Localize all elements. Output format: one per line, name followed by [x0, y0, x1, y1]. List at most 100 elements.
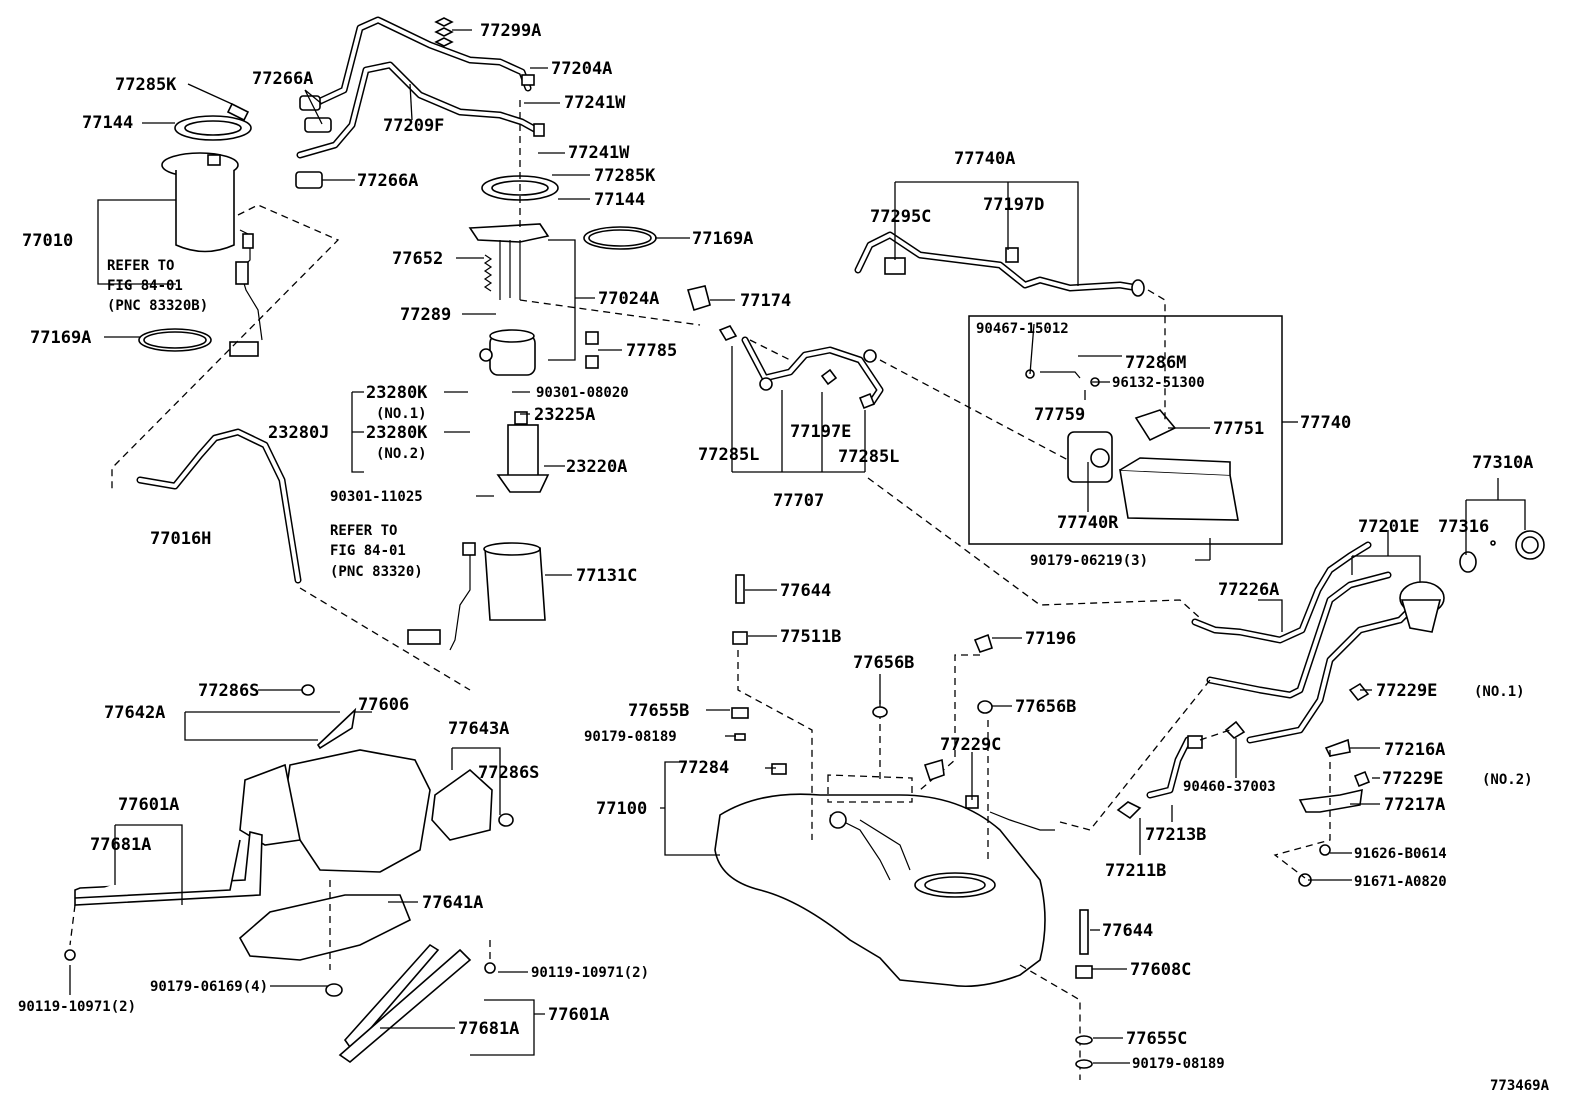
part-label: 77216A — [1384, 740, 1445, 760]
pump-assy-77010 — [161, 152, 263, 357]
dash-tank-3 — [919, 654, 980, 791]
part-label: 77100 — [596, 799, 647, 819]
leaders — [69, 29, 1526, 1064]
ref-note-a: REFER TO FIG 84-01 (PNC 83320B) — [107, 258, 208, 314]
dash-tank-5 — [1019, 964, 1081, 1080]
part-label: 77707 — [773, 491, 824, 511]
part-label: 77681A — [458, 1019, 519, 1039]
tube-77016H — [136, 428, 302, 584]
part-label: 77010 — [22, 231, 73, 251]
part-label: 77241W — [568, 143, 630, 163]
part-label: 77286M — [1125, 353, 1186, 373]
dash-filler-3 — [1199, 729, 1231, 741]
bracket-77216A — [1324, 738, 1351, 757]
part-label: 77759 — [1034, 405, 1085, 425]
cap-77310A — [1459, 530, 1545, 573]
part-label: 77286S — [478, 763, 539, 783]
band-77601A-left — [64, 831, 263, 961]
hose-77707 — [718, 325, 884, 410]
part-label: 77681A — [90, 835, 151, 855]
part-label: 90460-37003 — [1183, 779, 1276, 795]
valves-77644 — [731, 574, 1093, 1069]
connector-77266A — [295, 95, 332, 189]
part-label: 90179-08189 — [584, 729, 677, 745]
part-label: 77643A — [448, 719, 509, 739]
part-label: 23280J — [268, 423, 329, 443]
retainer-77285K-left — [226, 102, 250, 122]
part-label: 77144 — [82, 113, 133, 133]
part-label: 77229E — [1382, 769, 1443, 789]
part-label: 23220A — [566, 457, 627, 477]
dash-left-1 — [111, 204, 340, 490]
sub-tank-77131C — [483, 542, 546, 621]
part-label: 77652 — [392, 249, 443, 269]
clamp-77229E — [1348, 682, 1371, 788]
part-label: 77201E — [1358, 517, 1419, 537]
part-label: 77229E — [1376, 681, 1437, 701]
part-label: 77016H — [150, 529, 211, 549]
svg-text:(PNC 83320B): (PNC 83320B) — [107, 298, 208, 314]
part-label: 90179-08189 — [1132, 1056, 1225, 1072]
part-label: 90301-11025 — [330, 489, 423, 505]
part-label: 91626-B0614 — [1354, 846, 1447, 862]
bracket-77024A — [468, 223, 550, 376]
part-label: 77144 — [594, 190, 645, 210]
part-label: 90179-06169(4) — [150, 979, 268, 995]
part-label: 77310A — [1472, 453, 1533, 473]
part-label: 23225A — [534, 405, 595, 425]
part-label: 96132-51300 — [1112, 375, 1205, 391]
part-label: 77285L — [838, 447, 899, 467]
part-label: 77785 — [626, 341, 677, 361]
part-label: 77644 — [1102, 921, 1153, 941]
part-label: 77229C — [940, 735, 1001, 755]
part-label: (NO.2) — [1482, 772, 1533, 788]
part-label: 90119-10971(2) — [531, 965, 649, 981]
filler-pipe-77201E — [1246, 581, 1445, 744]
part-label: 77174 — [740, 291, 791, 311]
part-label: 77295C — [870, 207, 931, 227]
part-label: 23280K — [366, 383, 428, 403]
gasket-77144-left — [174, 115, 252, 141]
grommets-77656B — [771, 633, 993, 809]
part-label: (NO.1) — [376, 406, 427, 422]
part-label: 77285L — [698, 445, 759, 465]
part-label: 77285K — [594, 166, 656, 186]
part-label: 77131C — [576, 566, 637, 586]
fuel-line-77209F — [296, 16, 545, 159]
part-label: 77211B — [1105, 861, 1166, 881]
part-label: 77642A — [104, 703, 165, 723]
part-label: 77601A — [118, 795, 179, 815]
hose-77740A — [854, 231, 1145, 297]
part-label: 77511B — [780, 627, 841, 647]
svg-text:FIG 84-01: FIG 84-01 — [107, 278, 183, 294]
part-label: 77601A — [548, 1005, 609, 1025]
svg-text:REFER TO: REFER TO — [107, 258, 174, 274]
part-label: 77213B — [1145, 825, 1206, 845]
protector-77606 — [239, 707, 431, 873]
ref-note-b: REFER TO FIG 84-01 (PNC 83320) — [330, 523, 423, 580]
dash-filler — [1273, 750, 1331, 879]
dash-vapor-3 — [749, 339, 791, 361]
dash-tank-1 — [827, 700, 913, 803]
dash-center-1 — [519, 299, 701, 326]
part-label: 77289 — [400, 305, 451, 325]
part-label: 77641A — [422, 893, 483, 913]
part-label: 77740 — [1300, 413, 1351, 433]
part-label: 77217A — [1384, 795, 1445, 815]
part-label: 77740R — [1057, 513, 1119, 533]
part-label: 91671-A0820 — [1354, 874, 1447, 890]
part-label: 77316 — [1438, 517, 1489, 537]
part-label: 90301-08020 — [536, 385, 629, 401]
part-label: 77608C — [1130, 960, 1191, 980]
diagram-id: 773469A — [1490, 1078, 1550, 1094]
part-label: 23280K — [366, 423, 428, 443]
part-label: 77209F — [383, 116, 444, 136]
part-label: (NO.1) — [1474, 684, 1525, 700]
gasket-77169A-left — [138, 328, 212, 352]
part-label: 77169A — [692, 229, 753, 249]
fuel-tank-77100 — [714, 793, 1055, 988]
canister-77740 — [1025, 369, 1239, 521]
part-label: 77656B — [1015, 697, 1076, 717]
